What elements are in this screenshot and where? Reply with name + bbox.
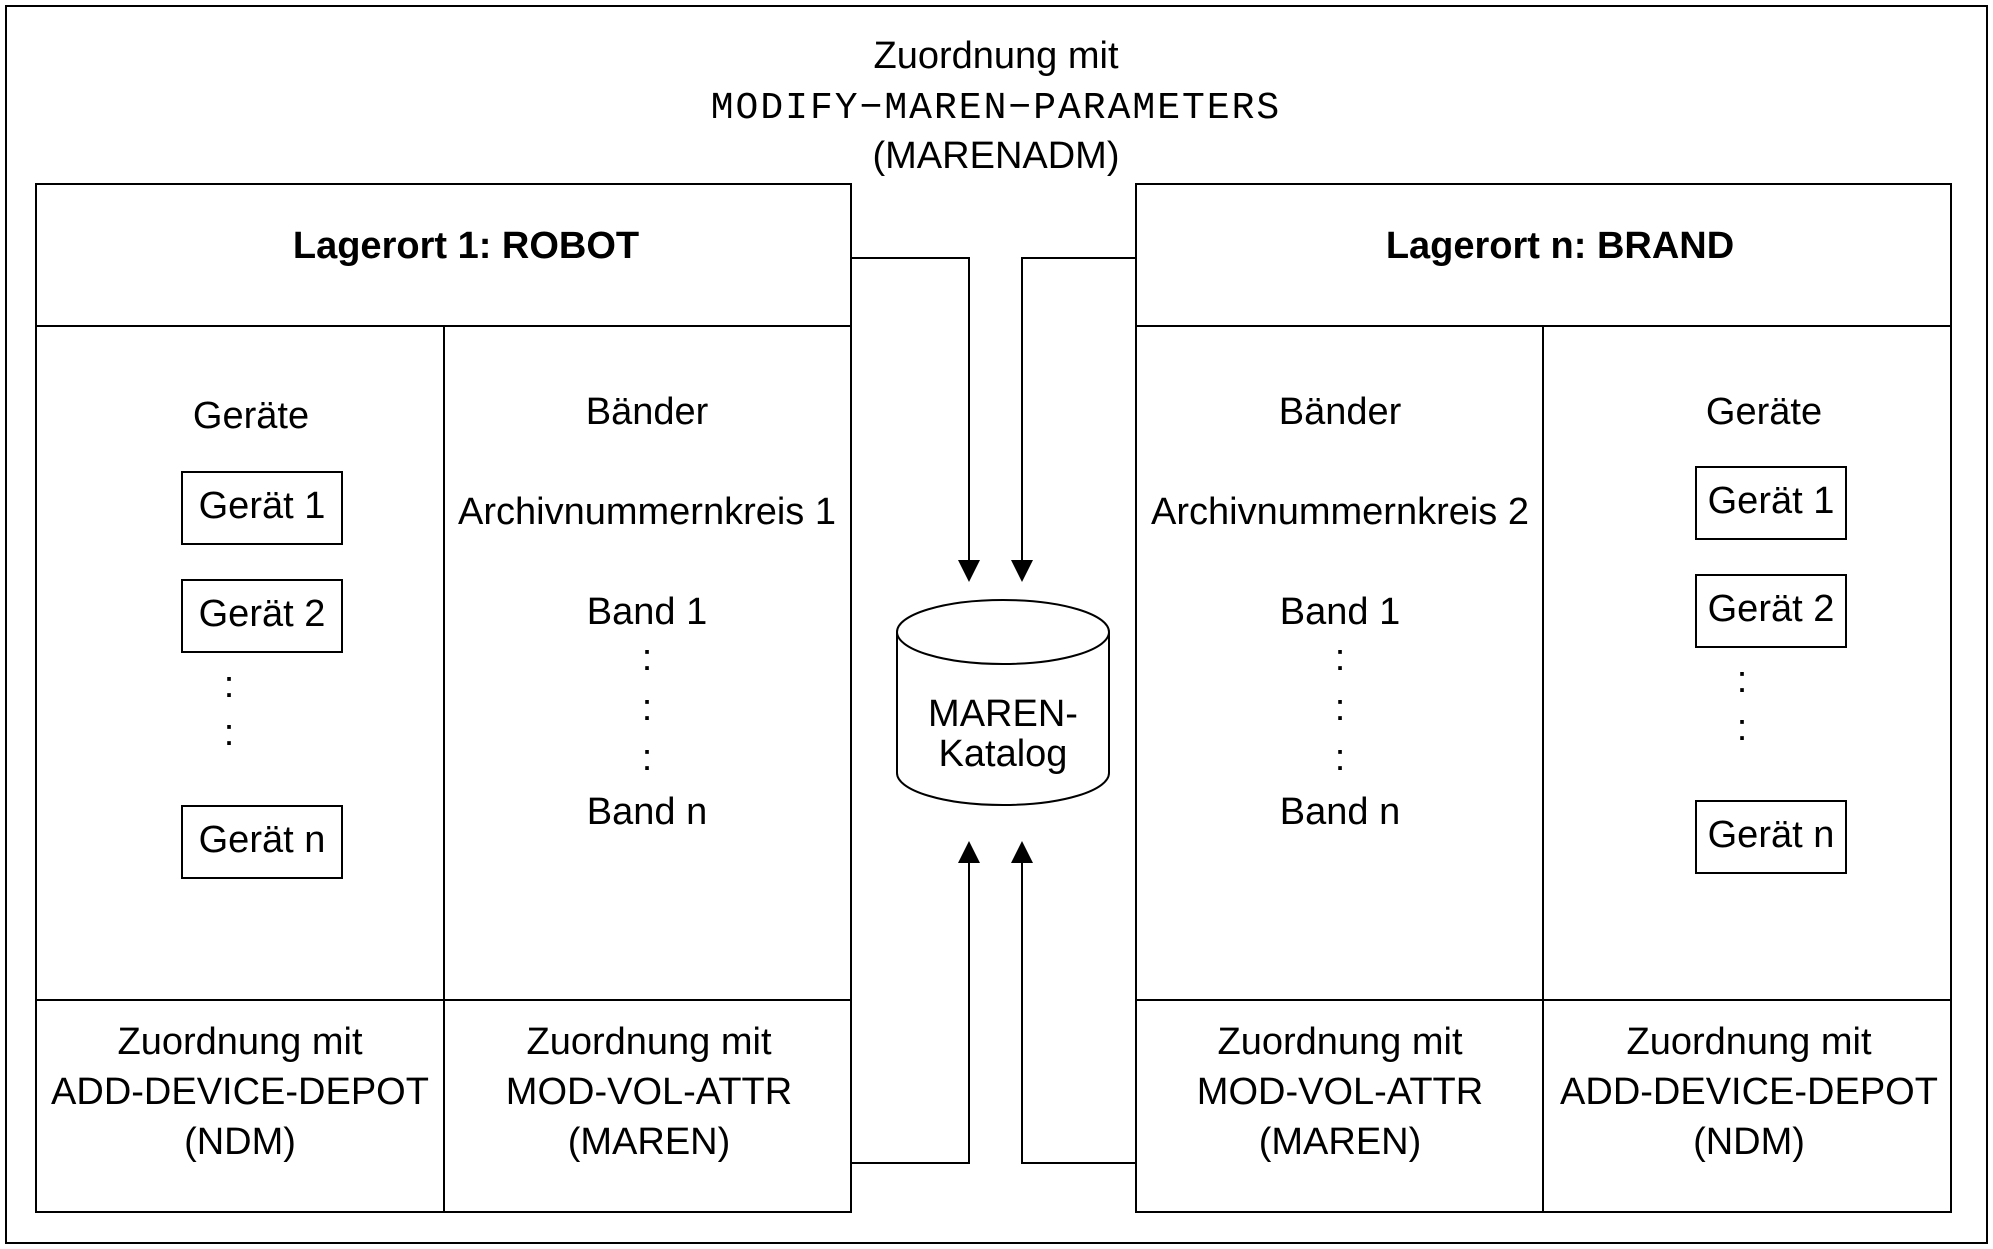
tape-ellipsis: : [1335,687,1346,729]
tape-pool-label: Archivnummernkreis 2 [1151,491,1529,533]
device-box-n: Gerät n [181,805,343,879]
tape-ellipsis: : [1335,637,1346,679]
location-right-title: Lagerort n: BRAND [1386,225,1734,267]
device-ellipsis: : [1737,659,1748,701]
svg-text:Gerät 2: Gerät 2 [199,593,326,635]
catalog-label-line2: Katalog [939,733,1068,775]
tape-assign-line3: (MAREN) [568,1121,731,1163]
tape-assign-line3: (MAREN) [1259,1121,1422,1163]
connector-bottom-right [1011,841,1136,1164]
tape-pool-label: Archivnummernkreis 1 [458,491,836,533]
svg-text:Gerät n: Gerät n [199,819,326,861]
arrowhead-up [1011,841,1033,863]
devices-heading: Geräte [193,395,309,437]
device-assign-line3: (NDM) [1693,1121,1805,1163]
device-ellipsis: : [224,664,235,706]
maren-catalog-cylinder: MAREN- Katalog [896,599,1110,806]
tape-assign-command: MOD-VOL-ATTR [1197,1071,1483,1113]
top-caption-command: MODIFY−MAREN−PARAMETERS [711,87,1282,130]
top-caption-line3: (MARENADM) [873,135,1120,177]
tape-first: Band 1 [1280,591,1400,633]
location-right: Lagerort n: BRAND Bänder Archivnummernkr… [1135,183,1952,1213]
tape-ellipsis: : [642,687,653,729]
connector-top-right [1011,257,1136,582]
tape-assign-line1: Zuordnung mit [1217,1021,1462,1063]
svg-text:Gerät 1: Gerät 1 [1708,480,1835,522]
device-box-2: Gerät 2 [1695,574,1847,648]
device-assign-command: ADD-DEVICE-DEPOT [1560,1071,1938,1113]
tapes-heading: Bänder [586,391,709,433]
device-assign-command: ADD-DEVICE-DEPOT [51,1071,429,1113]
svg-text:Gerät n: Gerät n [1708,814,1835,856]
arrowhead-down [958,560,980,582]
devices-heading: Geräte [1706,391,1822,433]
tape-last: Band n [587,791,707,833]
tapes-heading: Bänder [1279,391,1402,433]
device-ellipsis: : [1737,707,1748,749]
svg-text:Gerät 2: Gerät 2 [1708,588,1835,630]
device-assign-line3: (NDM) [184,1121,296,1163]
outer-frame [5,5,1988,1244]
location-left: Lagerort 1: ROBOT Geräte Gerät 1 Gerät 2… [35,183,852,1213]
device-box-n: Gerät n [1695,800,1847,874]
device-box-1: Gerät 1 [181,471,343,545]
top-caption-line1: Zuordnung mit [873,35,1118,77]
arrowhead-down [1011,560,1033,582]
device-box-2: Gerät 2 [181,579,343,653]
connector-top-left [851,257,980,582]
location-left-title: Lagerort 1: ROBOT [293,225,639,267]
device-assign-line1: Zuordnung mit [1626,1021,1871,1063]
svg-text:Gerät 1: Gerät 1 [199,485,326,527]
device-assign-line1: Zuordnung mit [117,1021,362,1063]
catalog-label-line1: MAREN- [928,693,1078,735]
device-ellipsis: : [224,712,235,754]
tape-first: Band 1 [587,591,707,633]
tape-ellipsis: : [642,737,653,779]
connector-bottom-left [851,841,980,1164]
tape-last: Band n [1280,791,1400,833]
device-box-1: Gerät 1 [1695,466,1847,540]
arrowhead-up [958,841,980,863]
tape-assign-line1: Zuordnung mit [526,1021,771,1063]
tape-ellipsis: : [642,637,653,679]
tape-ellipsis: : [1335,737,1346,779]
tape-assign-command: MOD-VOL-ATTR [506,1071,792,1113]
